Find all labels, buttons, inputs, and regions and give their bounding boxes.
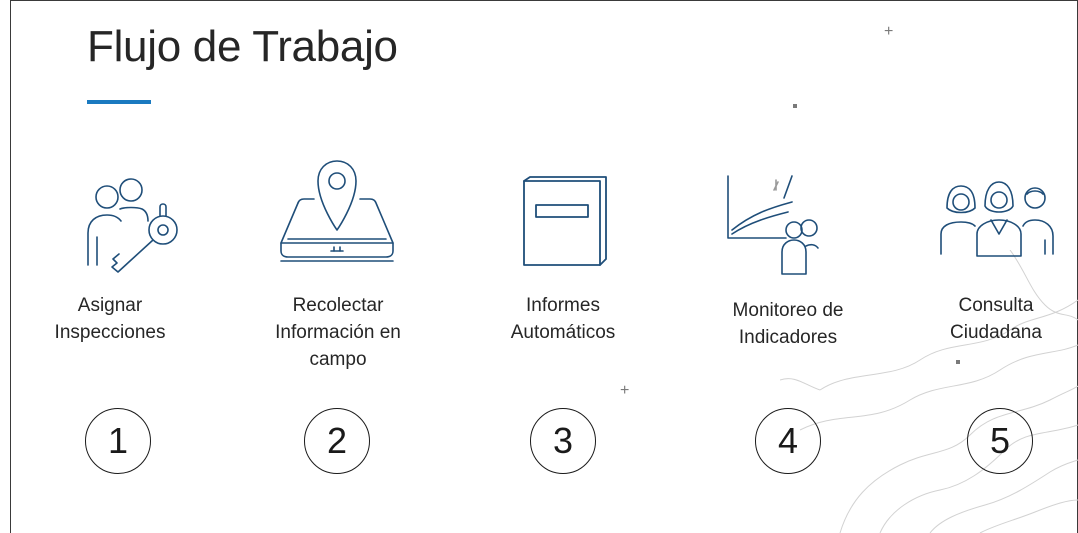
- slide-border-left: [10, 0, 11, 533]
- slide-title: Flujo de Trabajo: [87, 22, 398, 71]
- step-label-line: Indicadores: [738, 327, 838, 348]
- step-label-line: Consulta: [958, 295, 1034, 316]
- citizens-group-icon: [940, 181, 1054, 257]
- step-4-number: 4: [755, 408, 821, 474]
- step-label-line: Automáticos: [510, 322, 616, 343]
- map-pin-tablet-icon: [280, 160, 394, 262]
- background-map-decoration: [780, 250, 1078, 533]
- step-2-number: 2: [304, 408, 370, 474]
- step-2-label: Recolectar Información en campo: [228, 292, 448, 373]
- book-report-icon: [523, 176, 607, 266]
- step-5-number: 5: [967, 408, 1033, 474]
- step-label-line: Informes: [526, 295, 600, 316]
- step-label-line: Ciudadana: [950, 322, 1042, 343]
- step-3-label: Informes Automáticos: [453, 292, 673, 346]
- step-5-label: Consulta Ciudadana: [886, 292, 1078, 346]
- chart-presenter-icon: [727, 175, 819, 275]
- step-1-label: Asignar Inspecciones: [0, 292, 220, 346]
- dot-decoration: [956, 360, 960, 364]
- dot-decoration: [793, 104, 797, 108]
- users-key-icon: [87, 178, 178, 273]
- title-accent-bar: [87, 100, 151, 104]
- slide-border-top: [10, 0, 1078, 1]
- step-label-line: Asignar: [77, 295, 143, 316]
- step-label-line: campo: [309, 349, 367, 370]
- step-label-line: Monitoreo de: [732, 300, 844, 321]
- step-label-line: Recolectar: [292, 295, 384, 316]
- step-3-number: 3: [530, 408, 596, 474]
- plus-decoration: +: [620, 382, 630, 399]
- step-label-line: Información en: [275, 322, 401, 343]
- step-4-label: Monitoreo de Indicadores: [678, 297, 898, 351]
- plus-decoration: +: [884, 23, 894, 40]
- step-label-line: Inspecciones: [54, 322, 166, 343]
- step-1-number: 1: [85, 408, 151, 474]
